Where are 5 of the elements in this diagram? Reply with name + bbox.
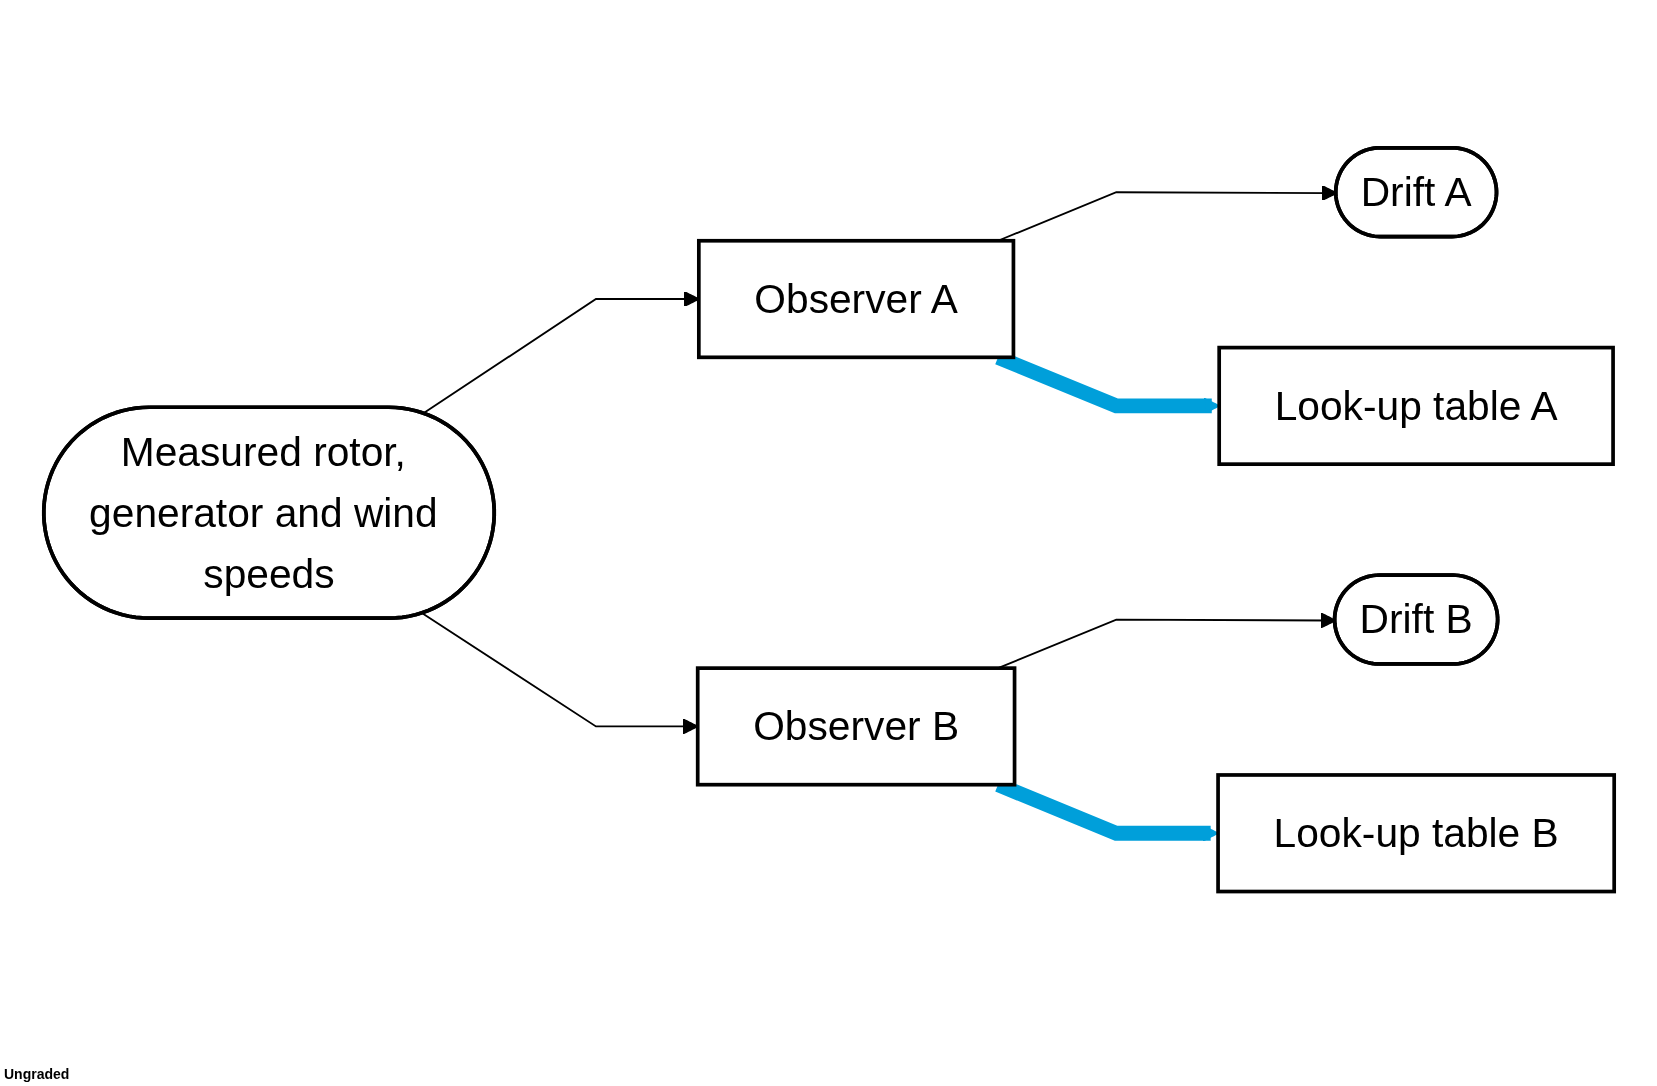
node-box: Look-up table A xyxy=(1216,346,1615,467)
node-box: Look-up table B xyxy=(1215,773,1616,894)
node-box: Observer A xyxy=(696,239,1015,360)
note-text: Ungraded xyxy=(4,1066,70,1082)
node-box: Observer B xyxy=(695,666,1016,787)
